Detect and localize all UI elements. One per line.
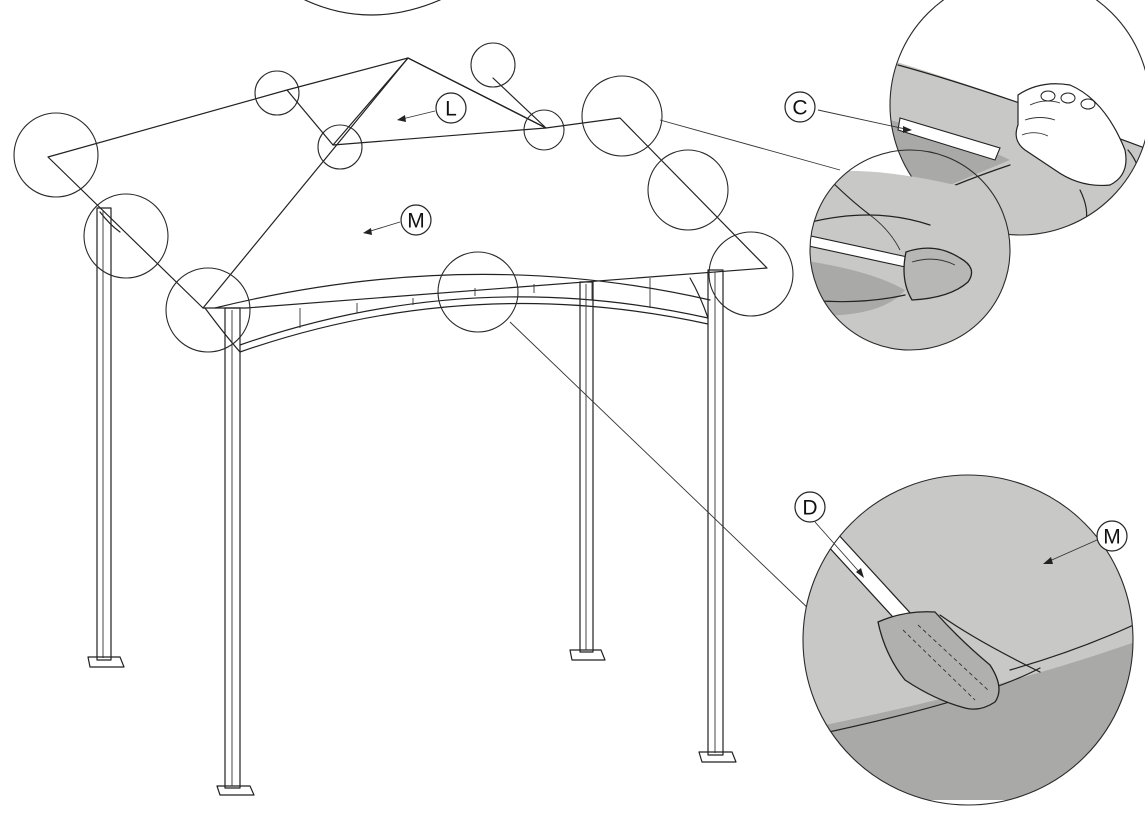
label-C: C bbox=[792, 97, 807, 120]
arch-struts bbox=[299, 278, 651, 328]
label-L: L bbox=[445, 98, 457, 121]
leg-front-right bbox=[698, 269, 737, 763]
label-M: M bbox=[407, 210, 425, 233]
upper-canopy-L bbox=[332, 57, 547, 146]
label-M-detail: M bbox=[1103, 526, 1121, 549]
roof-outline bbox=[47, 57, 768, 309]
detail-view-corner-pocket bbox=[809, 149, 1011, 351]
detail-view-D: D M bbox=[794, 474, 1134, 806]
leg-front-left bbox=[216, 307, 255, 796]
label-L-callout: L bbox=[397, 92, 467, 124]
top-edge-arc bbox=[304, 0, 441, 16]
attachment-circles bbox=[13, 42, 794, 353]
label-D: D bbox=[802, 497, 817, 520]
leader-lines bbox=[509, 119, 841, 613]
leg-back-left bbox=[87, 207, 125, 668]
leg-back-right bbox=[569, 281, 606, 661]
label-M-callout: M bbox=[363, 204, 432, 236]
gazebo-frame bbox=[47, 57, 768, 796]
